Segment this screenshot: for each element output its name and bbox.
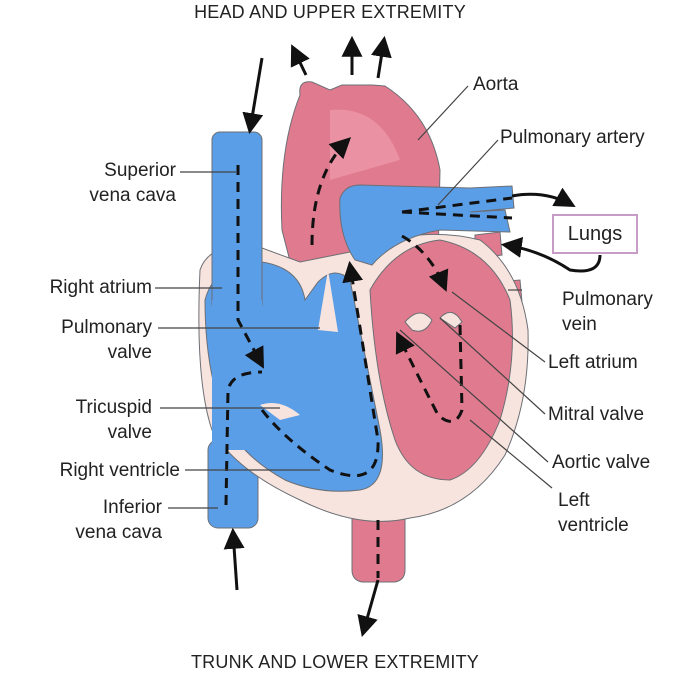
pulmonary-artery-vessel xyxy=(339,184,515,266)
label-pulmonary-artery: Pulmonary artery xyxy=(500,127,645,148)
tricuspid-valve-leaflet xyxy=(260,402,300,420)
aorta-highlight xyxy=(330,109,400,180)
flow-arrow-trunk-out xyxy=(357,579,380,638)
flow-path-pulmonary-artery xyxy=(401,196,513,220)
leader-lines xyxy=(155,85,553,509)
label-lungs: Lungs xyxy=(567,222,623,245)
label-pulmonary-vein: Pulmonary vein xyxy=(562,289,653,335)
label-tricuspid-valve: Tricuspid valve xyxy=(75,397,152,443)
label-aorta: Aorta xyxy=(473,74,519,95)
caption-top: HEAD AND UPPER EXTREMITY xyxy=(194,2,466,22)
label-aortic-valve: Aortic valve xyxy=(552,452,651,473)
caption-bottom: TRUNK AND LOWER EXTREMITY xyxy=(190,652,480,672)
right-atrium-wall-fill xyxy=(212,300,262,450)
flow-arrow-inferior-in xyxy=(223,527,245,591)
valve-septum-detail xyxy=(318,270,338,332)
flow-arrow-from-lungs xyxy=(500,236,602,273)
label-pulmonary-valve: Pulmonary valve xyxy=(61,317,152,363)
flow-path-left-ventricle xyxy=(395,324,464,423)
flow-path-superior-vena-cava xyxy=(236,165,264,369)
aortic-valve-leaflet xyxy=(439,311,463,329)
flow-arrow-superior-in xyxy=(242,57,264,135)
label-left-atrium: Left atrium xyxy=(548,352,638,373)
flow-path-to-aorta xyxy=(310,137,352,246)
mitral-valve-leaflet xyxy=(404,312,433,332)
label-right-atrium: Right atrium xyxy=(49,277,152,298)
flow-path-right-ventricle xyxy=(224,265,380,506)
lungs-box: Lungs xyxy=(552,214,638,254)
label-mitral-valve: Mitral valve xyxy=(548,404,645,425)
flow-arrow-head-3 xyxy=(371,35,392,79)
label-left-ventricle: Left ventricle xyxy=(558,490,629,536)
label-superior-vena-cava: Superior vena cava xyxy=(89,160,176,206)
label-inferior-vena-cava: Inferior vena cava xyxy=(75,497,162,543)
label-right-ventricle: Right ventricle xyxy=(59,460,180,481)
flow-arrow-to-lungs xyxy=(511,187,576,208)
flow-path-left-atrium xyxy=(401,234,449,292)
flow-arrow-head-1 xyxy=(290,44,310,76)
